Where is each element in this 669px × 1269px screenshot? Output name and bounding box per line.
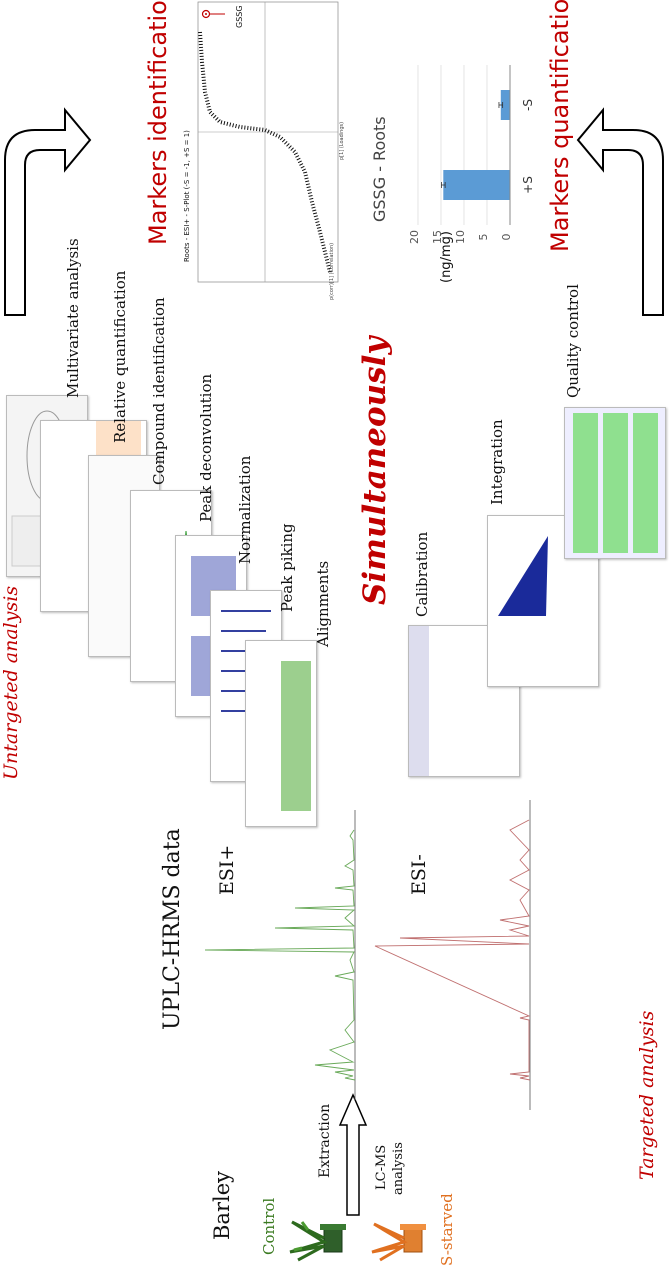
- y-tick-label: 10: [454, 230, 467, 244]
- step-multivariate: Multivariate analysis: [64, 238, 82, 398]
- category-label: -S: [521, 99, 535, 111]
- step-peak-deconv: Peak deconvolution: [197, 373, 215, 522]
- markers-identification-title: Markers identification: [144, 0, 172, 245]
- step-peak-piking: Peak piking: [278, 523, 296, 612]
- gssg-bar-chart: 0 5 10 15 20 +S -S: [408, 65, 535, 244]
- s-plot-ylabel: p(corr)[1] (Correlation): [329, 242, 335, 300]
- step-compound-id: Compound identification: [150, 297, 168, 485]
- workflow-arrow-icon: [338, 1093, 368, 1216]
- gssg-marker-label: GSSG: [235, 5, 244, 28]
- s-starved-plant-icon: [371, 1222, 426, 1262]
- step-quality-control: Quality control: [564, 284, 582, 398]
- thumb-quality-control: [564, 407, 666, 559]
- simultaneously-label: Simultaneously: [357, 336, 393, 605]
- step-integration: Integration: [488, 419, 506, 505]
- esi-minus-chromatogram: [374, 800, 531, 1110]
- category-label: +S: [521, 176, 535, 194]
- lcms-label-line1: LC-MS: [374, 1144, 389, 1190]
- lcms-label-line2: analysis: [391, 1142, 406, 1195]
- arrow-to-quantification-icon: [576, 107, 664, 316]
- y-tick-label: 5: [477, 234, 490, 241]
- uplc-hrms-title: UPLC-HRMS data: [160, 828, 185, 1030]
- untargeted-title: Untargeted analysis: [0, 585, 22, 780]
- step-normalization: Normalization: [236, 455, 254, 564]
- gssg-chart-title: GSSG - Roots: [370, 116, 389, 222]
- step-alignments: Alignments: [314, 560, 332, 647]
- targeted-title: Targeted analysis: [636, 1010, 658, 1180]
- s-plot-xlabel: p[1] (Loadings): [339, 121, 345, 160]
- control-plant-icon: [289, 1220, 346, 1262]
- arrow-to-identification-icon: [4, 107, 92, 316]
- bar-plus-sS: [443, 170, 510, 200]
- extraction-label: Extraction: [317, 1103, 333, 1178]
- y-tick-label: 20: [408, 230, 421, 244]
- esi-plus-chromatogram: [204, 810, 356, 1100]
- step-calibration: Calibration: [413, 531, 431, 617]
- y-tick-label: 15: [431, 230, 444, 244]
- y-tick-label: 0: [500, 234, 513, 241]
- step-relative-quant: Relative quantification: [111, 270, 129, 443]
- s-starved-label: S-starved: [438, 1193, 456, 1266]
- bar-minus-sS: [500, 90, 510, 120]
- barley-label: Barley: [210, 1171, 234, 1240]
- s-plot-title: Roots - ESI+ - S-Plot (-S = -1, +S = 1): [183, 130, 191, 262]
- thumb-alignments: [245, 640, 317, 827]
- control-label: Control: [260, 1197, 278, 1255]
- s-plot: [197, 1, 339, 283]
